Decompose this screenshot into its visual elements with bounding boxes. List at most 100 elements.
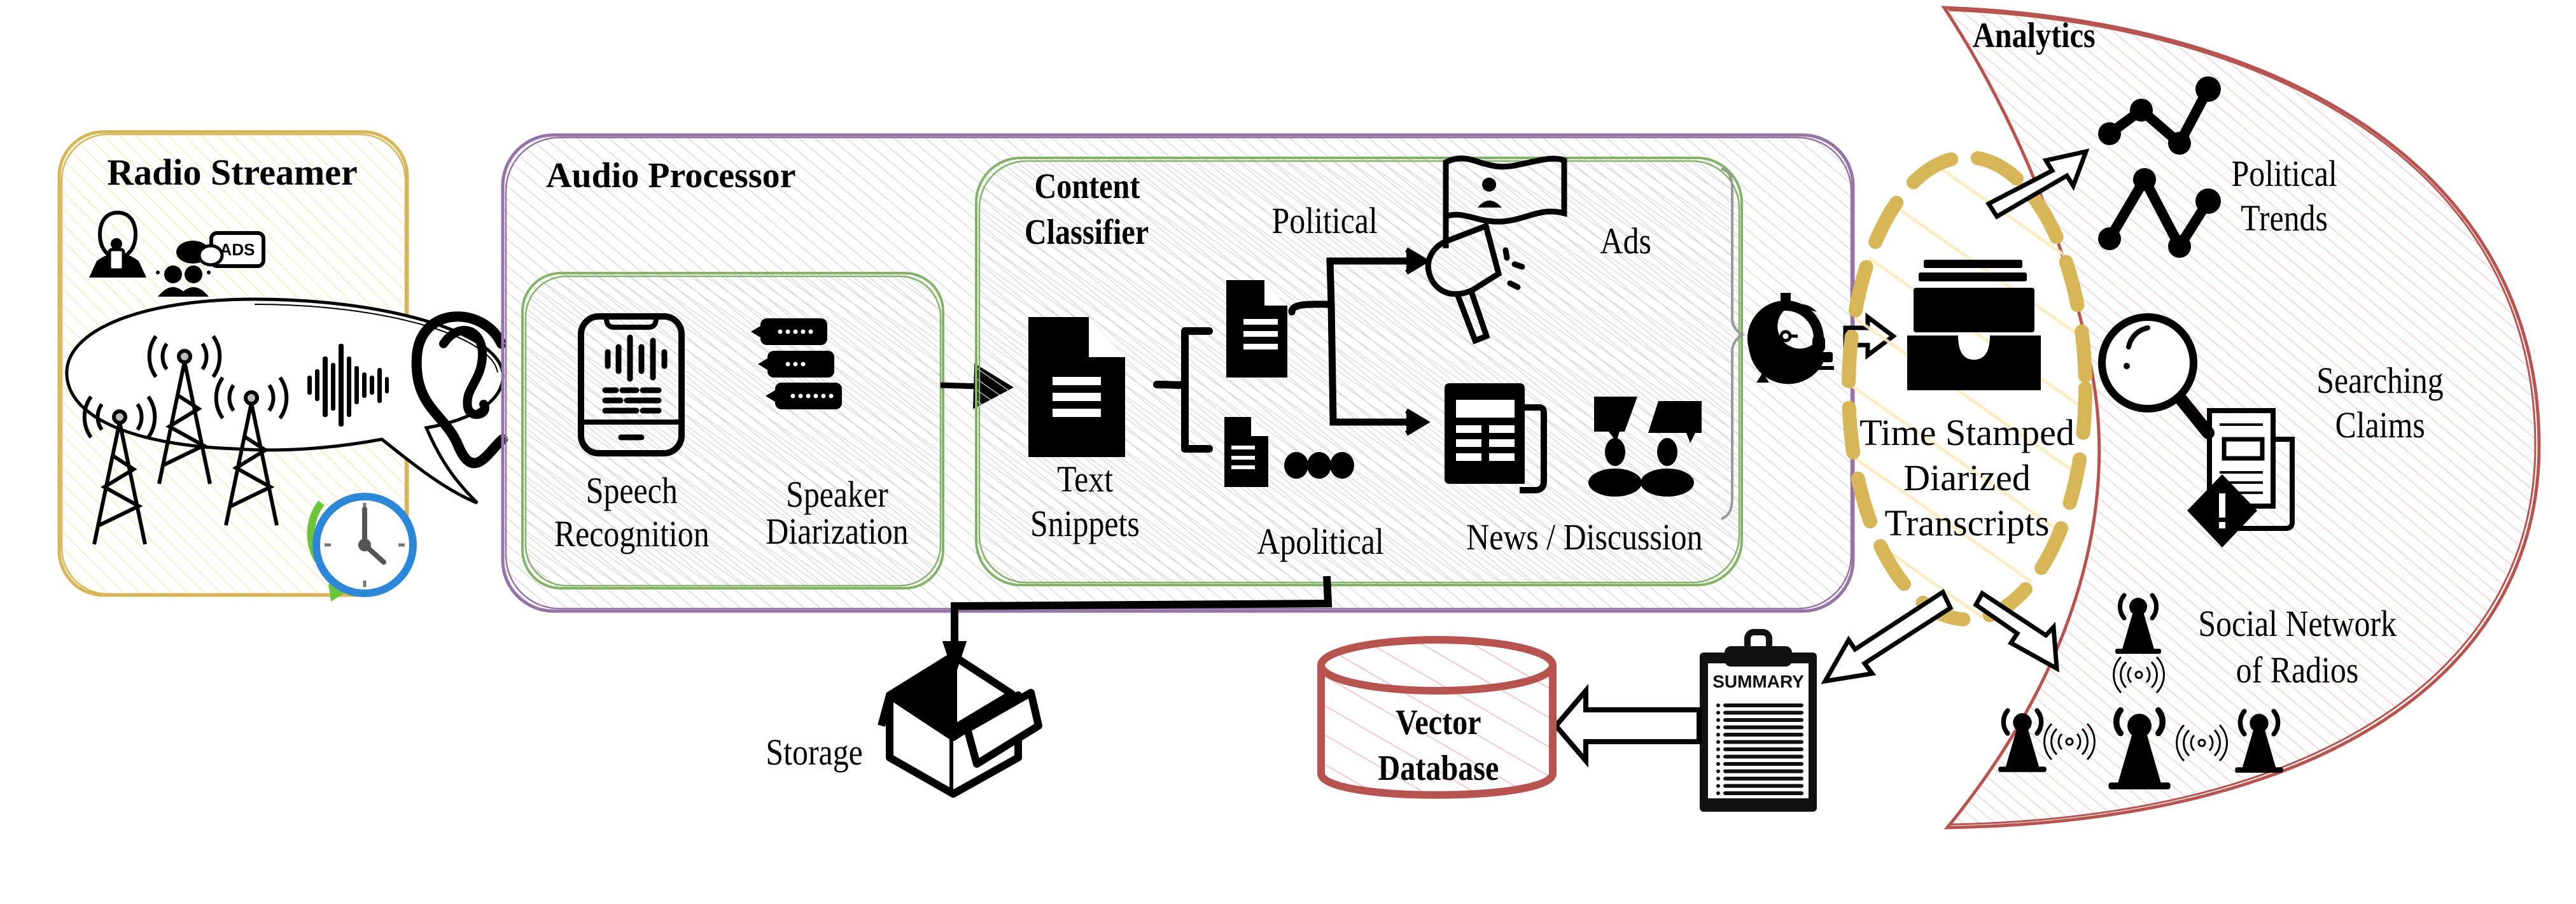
summary-bullet bbox=[1716, 710, 1720, 715]
summary-bullet bbox=[1716, 747, 1720, 751]
ads-label: Ads bbox=[1594, 223, 1658, 260]
summary-bullet bbox=[1716, 791, 1720, 795]
arrow-to-summary bbox=[1821, 588, 1954, 684]
summary-line bbox=[1723, 703, 1803, 707]
summary-bullet bbox=[1716, 703, 1720, 707]
arrow-to-social-network bbox=[1973, 590, 2059, 673]
summary-bullet bbox=[1716, 718, 1720, 722]
clock-icon bbox=[307, 493, 417, 602]
analytics-title-text: Analytics bbox=[1973, 16, 2096, 55]
transcripts-line2: Diarized bbox=[1903, 456, 2031, 498]
political-document-icon bbox=[1226, 280, 1287, 378]
signal-waves-icon bbox=[2113, 656, 2165, 694]
analytics-title: Analytics bbox=[1973, 18, 2115, 53]
presenter-icon bbox=[89, 210, 146, 278]
summary-bullet bbox=[1716, 740, 1720, 744]
text-snippets-line1: Text bbox=[1057, 458, 1113, 500]
summary-line bbox=[1723, 740, 1803, 744]
content-classifier-box bbox=[975, 157, 1743, 586]
political-trends-line1: Political bbox=[2231, 153, 2338, 194]
signal-waves-icon bbox=[2043, 723, 2096, 761]
discussion-people-icon bbox=[1588, 397, 1702, 497]
searching-claims-label: Searching Claims bbox=[2285, 358, 2475, 447]
split-bracket bbox=[1153, 327, 1213, 453]
apolitical-text: Apolitical bbox=[1257, 521, 1384, 562]
discussion-icon bbox=[156, 241, 224, 297]
content-classifier-title: Content Classifier bbox=[991, 164, 1182, 255]
vector-db-line1: Vector bbox=[1395, 703, 1481, 742]
antenna-icon bbox=[1998, 708, 2047, 772]
radio-streamer-title: Radio Streamer bbox=[107, 152, 358, 193]
audio-waveform-icon bbox=[307, 344, 389, 427]
transcripts-line3: Transcripts bbox=[1884, 502, 2050, 544]
antenna-icon bbox=[2235, 709, 2283, 773]
text-snippets-line2: Snippets bbox=[1030, 502, 1140, 544]
searching-claims-icon bbox=[2098, 313, 2295, 547]
political-branch-connector bbox=[1288, 257, 1423, 426]
content-classifier-title-line1: Content bbox=[1034, 167, 1140, 206]
summary-line bbox=[1723, 733, 1803, 737]
classifier-brace bbox=[1721, 167, 1745, 520]
summary-line bbox=[1723, 769, 1803, 773]
searching-claims-line1: Searching bbox=[2316, 360, 2444, 401]
speaker-diarization-label: Speaker Diarization bbox=[745, 476, 929, 550]
apolitical-label: Apolitical bbox=[1225, 523, 1416, 560]
summary-line bbox=[1723, 784, 1803, 788]
text-snippets-label: Text Snippets bbox=[990, 457, 1180, 546]
arrow-head-ads bbox=[1404, 247, 1431, 275]
signal-waves-icon bbox=[2176, 724, 2228, 762]
ads-badge-text: ADS bbox=[220, 240, 255, 259]
speaker-diarization-line2: Diarization bbox=[765, 511, 909, 552]
speaker-diarization-icon bbox=[751, 318, 842, 409]
text-snippets-icon bbox=[1028, 317, 1125, 457]
news-icon bbox=[1445, 383, 1547, 493]
summary-bullet bbox=[1716, 762, 1720, 766]
summary-line bbox=[1723, 777, 1803, 780]
summary-line bbox=[1723, 718, 1803, 722]
antenna-icon bbox=[2115, 593, 2161, 654]
news-discussion-text: News / Discussion bbox=[1466, 516, 1703, 558]
ear-icon bbox=[411, 311, 508, 469]
social-network-line2: of Radios bbox=[2236, 649, 2359, 691]
audio-processor-title: Audio Processor bbox=[546, 156, 796, 195]
transcripts-line1: Time Stamped bbox=[1859, 412, 2075, 453]
speech-recognition-label: Speech Recognition bbox=[540, 472, 724, 553]
archive-tray-icon bbox=[1907, 260, 2041, 390]
summary-bullet bbox=[1716, 754, 1720, 759]
antenna-icon bbox=[2108, 707, 2171, 789]
social-network-label: Social Network of Radios bbox=[2164, 601, 2431, 693]
arrow-to-vector-db bbox=[1552, 684, 1702, 768]
summary-line bbox=[1723, 747, 1803, 751]
summary-line bbox=[1723, 791, 1803, 795]
radio-tower-icon bbox=[82, 335, 289, 545]
timestamp-stopwatch-icon bbox=[1747, 293, 1834, 385]
apolitical-to-storage-arrow bbox=[951, 576, 1333, 656]
summary-bullet bbox=[1716, 733, 1720, 737]
political-trends-label: Political Trends bbox=[2189, 152, 2380, 240]
arrow-to-political-trends bbox=[1985, 148, 2090, 220]
political-text: Political bbox=[1271, 200, 1378, 241]
summary-line bbox=[1723, 762, 1803, 766]
vector-db-line2: Database bbox=[1378, 748, 1499, 788]
summary-bullet bbox=[1716, 725, 1720, 730]
summary-label: SUMMARY bbox=[1712, 672, 1804, 691]
speech-recognition-line2: Recognition bbox=[554, 513, 710, 554]
vector-database-label: Vector Database bbox=[1336, 700, 1540, 791]
vector-database-cylinder bbox=[1317, 636, 1557, 799]
summary-clipboard-icon: SUMMARY bbox=[1700, 629, 1817, 812]
political-ads-icon bbox=[1425, 155, 1567, 344]
social-network-icon bbox=[1998, 593, 2283, 789]
political-label: Political bbox=[1263, 202, 1378, 239]
speech-recognition-line1: Speech bbox=[585, 470, 678, 511]
summary-line bbox=[1723, 710, 1803, 715]
summary-line bbox=[1723, 754, 1803, 759]
speaker-diarization-line1: Speaker bbox=[785, 474, 888, 515]
summary-bullet bbox=[1716, 784, 1720, 788]
speech-recognition-icon bbox=[578, 313, 685, 456]
summary-line bbox=[1723, 725, 1803, 730]
social-network-line1: Social Network bbox=[2198, 603, 2397, 644]
arrow-head-news bbox=[1404, 408, 1431, 436]
storage-label: Storage bbox=[745, 734, 885, 771]
storage-text: Storage bbox=[766, 731, 864, 773]
